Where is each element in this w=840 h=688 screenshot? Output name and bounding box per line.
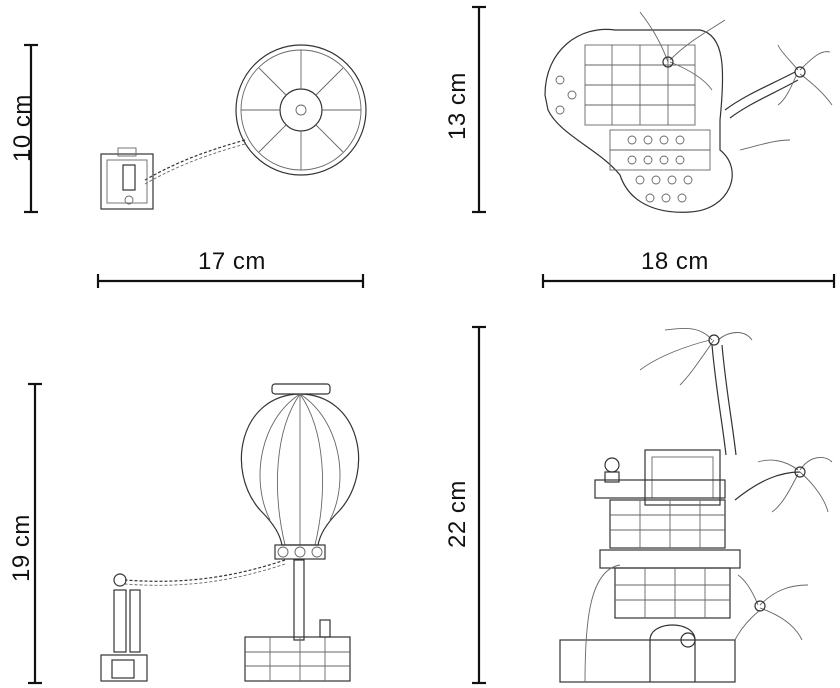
treehouse-top-view (544, 11, 833, 213)
treehouse-side-view (559, 327, 833, 683)
top-right-width-label: 18 cm (641, 248, 709, 275)
balloon-side-view (100, 383, 360, 682)
balloon-top-view (100, 44, 367, 210)
top-left-width-label: 17 cm (198, 248, 266, 275)
dimension-lines (24, 5, 836, 685)
